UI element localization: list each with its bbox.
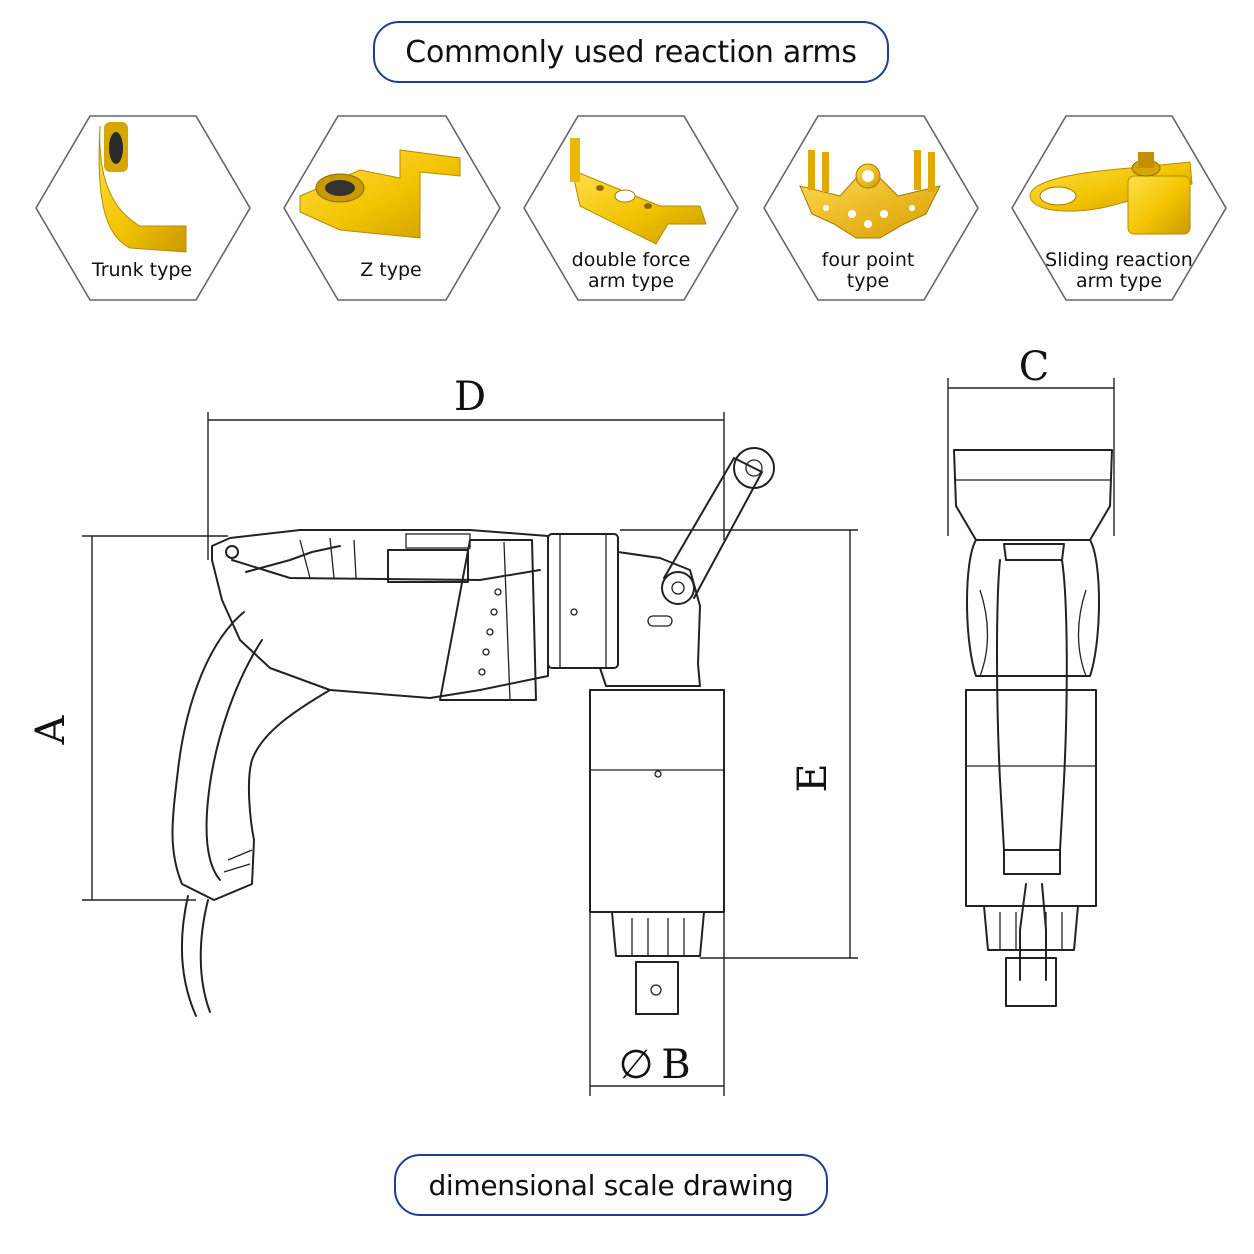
reaction-arm-z: Z type bbox=[283, 115, 501, 301]
reaction-arm-label-line: type bbox=[847, 270, 889, 292]
caption-pill: dimensional scale drawing bbox=[394, 1154, 828, 1216]
sliding-arm-icon bbox=[1029, 152, 1193, 235]
reaction-arm-label-line: Trunk type bbox=[91, 259, 192, 281]
dimension-d-label: D bbox=[454, 374, 486, 420]
dimension-b-symbol: ∅ bbox=[619, 1042, 654, 1088]
dimension-e-label: E bbox=[790, 763, 836, 792]
trunk-arm-icon bbox=[98, 122, 187, 253]
reaction-arm-label-line: Z type bbox=[360, 259, 422, 281]
double-force-arm-icon bbox=[570, 138, 707, 245]
dimension-a-label: A bbox=[28, 714, 74, 745]
reaction-arm-double-force: double force arm type bbox=[523, 115, 739, 301]
reaction-arm-label-line: arm type bbox=[1076, 270, 1162, 292]
reaction-arm-label-line: Sliding reaction bbox=[1045, 249, 1193, 271]
four-point-arm-icon bbox=[799, 150, 941, 239]
footer-caption: dimensional scale drawing bbox=[428, 1168, 794, 1202]
title-pill: Commonly used reaction arms bbox=[373, 21, 889, 83]
page-title: Commonly used reaction arms bbox=[405, 34, 857, 70]
dimension-b-label: B bbox=[661, 1042, 690, 1088]
reaction-arm-four-point: four point type bbox=[763, 115, 979, 301]
reaction-arm-trunk: Trunk type bbox=[35, 115, 251, 301]
reaction-arm-label-line: four point bbox=[822, 249, 915, 271]
reaction-arm-label-line: double force bbox=[572, 249, 691, 271]
reaction-arm-label-line: arm type bbox=[588, 270, 674, 292]
tool-front-view: C bbox=[947, 344, 1115, 1007]
reaction-arm-sliding: Sliding reaction arm type bbox=[1011, 115, 1227, 301]
dimension-c-label: C bbox=[1019, 344, 1050, 390]
z-arm-icon bbox=[299, 149, 461, 239]
tool-side-view: D A E ∅ B bbox=[28, 374, 858, 1096]
